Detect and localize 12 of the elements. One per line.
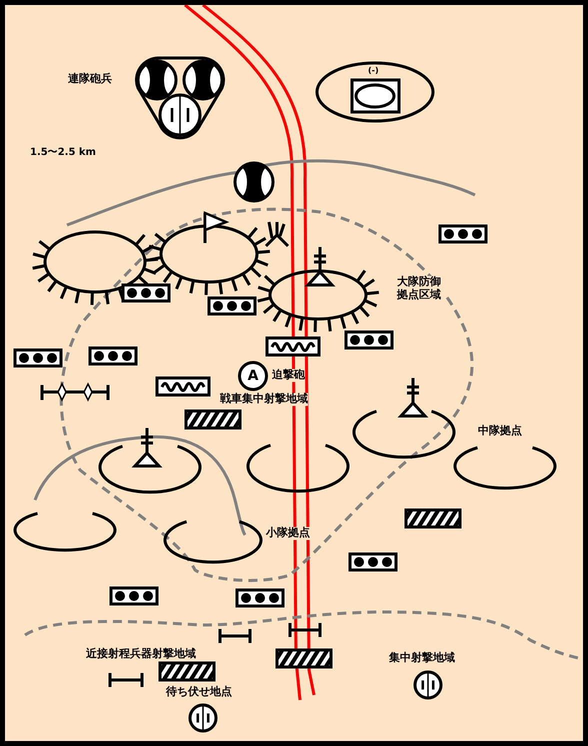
map-label: 大隊防御拠点区域	[397, 276, 445, 302]
map-label: 待ち伏せ地点	[166, 686, 232, 699]
map-label: 近接射程兵器射撃地域	[86, 648, 196, 661]
map-label: 小隊拠点	[266, 527, 310, 540]
map-label: 中隊拠点	[478, 425, 522, 438]
map-label: 連隊砲兵	[68, 73, 112, 86]
map-label: (-)	[368, 66, 379, 76]
unit-circle: A	[238, 361, 268, 391]
map-label: 集中射撃地域	[389, 652, 455, 665]
map-label: 1.5〜2.5 km	[30, 147, 96, 158]
map-label: 迫撃砲	[272, 369, 305, 382]
map-label: 戦車集中射撃地域	[220, 393, 308, 406]
